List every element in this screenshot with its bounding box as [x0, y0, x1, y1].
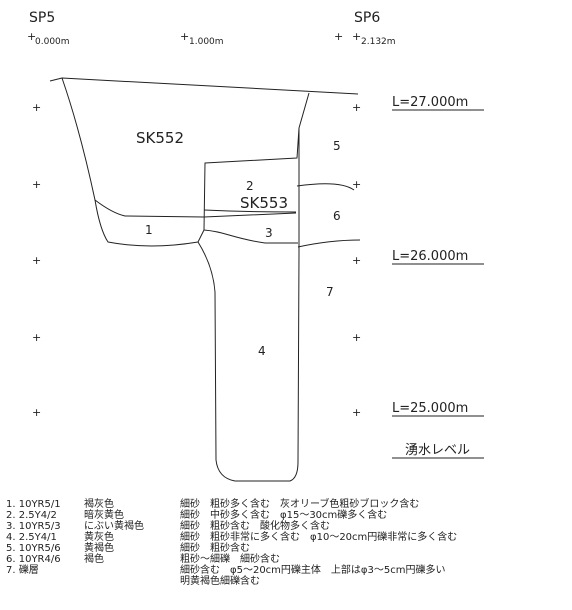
- legend-row: 1. 10YR5/1 褐灰色 細砂 粗砂多く含む 灰オリーブ色粗砂ブロック含む: [6, 499, 566, 510]
- level-lines: [392, 109, 484, 459]
- survey-mark: +: [334, 30, 343, 43]
- level-26-label: L=26.000m: [392, 249, 468, 264]
- legend-color-name: 褐色: [84, 554, 104, 565]
- layer-number-3: 3: [265, 226, 273, 240]
- layer-legend: 1. 10YR5/1 褐灰色 細砂 粗砂多く含む 灰オリーブ色粗砂ブロック含む …: [6, 499, 566, 587]
- legend-code: 4. 2.5Y4/1: [6, 532, 57, 543]
- layer-number-6: 6: [333, 209, 341, 223]
- ground-surface-line: [49, 77, 359, 95]
- grid-mark: +: [32, 101, 41, 114]
- legend-description: 細砂 粗砂多く含む 灰オリーブ色粗砂ブロック含む: [180, 499, 420, 510]
- sp5-distance: 0.000m: [35, 37, 70, 47]
- legend-code: 3. 10YR5/3: [6, 521, 61, 532]
- legend-color-name: [84, 565, 180, 576]
- layer-number-7: 7: [326, 285, 334, 299]
- legend-description: 明黄褐色細礫含む: [180, 576, 260, 587]
- grid-mark: +: [352, 254, 361, 267]
- layer-3-bottom-line: [203, 229, 298, 244]
- grid-mark: +: [352, 406, 361, 419]
- legend-color-name: 黄褐色: [84, 543, 114, 554]
- legend-code: 2. 2.5Y4/2: [6, 510, 57, 521]
- legend-row: 3. 10YR5/3 にぶい黄褐色 細砂 粗砂含む 酸化物多く含む: [6, 521, 566, 532]
- legend-row: 6. 10YR4/6 褐色 粗砂～細礫 細砂含む: [6, 554, 566, 565]
- legend-color-name: にぶい黄褐色: [84, 521, 144, 532]
- layer-number-5: 5: [333, 139, 341, 153]
- grid-mark: +: [32, 254, 41, 267]
- sk553-label: SK553: [240, 194, 288, 212]
- survey-mark: +: [180, 30, 189, 43]
- legend-code: 6. 10YR4/6: [6, 554, 61, 565]
- grid-mark: +: [352, 101, 361, 114]
- legend-code: 1. 10YR5/1: [6, 499, 61, 510]
- legend-description: 細砂 粗砂含む: [180, 543, 250, 554]
- section-lines: [49, 77, 361, 482]
- legend-description: 細砂 粗砂含む 酸化物多く含む: [180, 521, 330, 532]
- legend-row: 明黄褐色細礫含む: [6, 576, 566, 587]
- layer-number-2: 2: [246, 179, 254, 193]
- legend-description: 細砂 粗砂非常に多く含む φ10～20cm円礫非常に多く含む: [180, 532, 458, 543]
- sp6-distance: 2.132m: [361, 37, 396, 47]
- legend-code: 5. 10YR5/6: [6, 543, 61, 554]
- sp5-label: SP5: [29, 10, 55, 26]
- legend-color-name: 褐灰色: [84, 499, 114, 510]
- survey-mark: +: [27, 30, 36, 43]
- level-25-label: L=25.000m: [392, 401, 468, 416]
- legend-description: 細砂含む φ5～20cm円礫主体 上部はφ3～5cm円礫多い: [180, 565, 446, 576]
- water-level-label: 湧水レベル: [405, 442, 470, 458]
- legend-row: 5. 10YR5/6 黄褐色 細砂 粗砂含む: [6, 543, 566, 554]
- legend-color-name: [84, 576, 180, 587]
- grid-mark: +: [32, 178, 41, 191]
- grid-mark: +: [352, 178, 361, 191]
- layer-2-3-boundary: [203, 209, 297, 213]
- legend-color-name: 暗灰黄色: [84, 510, 124, 521]
- sp6-label: SP6: [354, 10, 380, 26]
- sk552-label: SK552: [136, 129, 184, 147]
- legend-code: 7. 礫層: [6, 565, 39, 576]
- legend-description: 細砂 中砂多く含む φ15～30cm礫多く含む: [180, 510, 388, 521]
- legend-row: 2. 2.5Y4/2 暗灰黄色 細砂 中砂多く含む φ15～30cm礫多く含む: [6, 510, 566, 521]
- layer-number-1: 1: [145, 223, 153, 237]
- grid-marks: + + + + + + + + + +: [32, 101, 361, 419]
- level-27-label: L=27.000m: [392, 95, 468, 110]
- layer-1-top-line: [94, 199, 297, 218]
- grid-mark: +: [352, 331, 361, 344]
- layer-number-4: 4: [258, 344, 266, 358]
- survey-mark: +: [352, 30, 361, 43]
- grid-mark: +: [32, 406, 41, 419]
- legend-description: 粗砂～細礫 細砂含む: [180, 554, 280, 565]
- legend-color-name: 黄灰色: [84, 532, 114, 543]
- layer-6-bottom-line: [297, 239, 361, 248]
- sk553-outline: [197, 128, 300, 482]
- legend-code: [6, 576, 84, 587]
- sk552-outline: [61, 77, 310, 247]
- legend-row: 4. 2.5Y4/1 黄灰色 細砂 粗砂非常に多く含む φ10～20cm円礫非常…: [6, 532, 566, 543]
- layer-6-top-line: [296, 183, 355, 191]
- legend-row: 7. 礫層 細砂含む φ5～20cm円礫主体 上部はφ3～5cm円礫多い: [6, 565, 566, 576]
- grid-mark: +: [32, 331, 41, 344]
- mid-distance: 1.000m: [189, 37, 224, 47]
